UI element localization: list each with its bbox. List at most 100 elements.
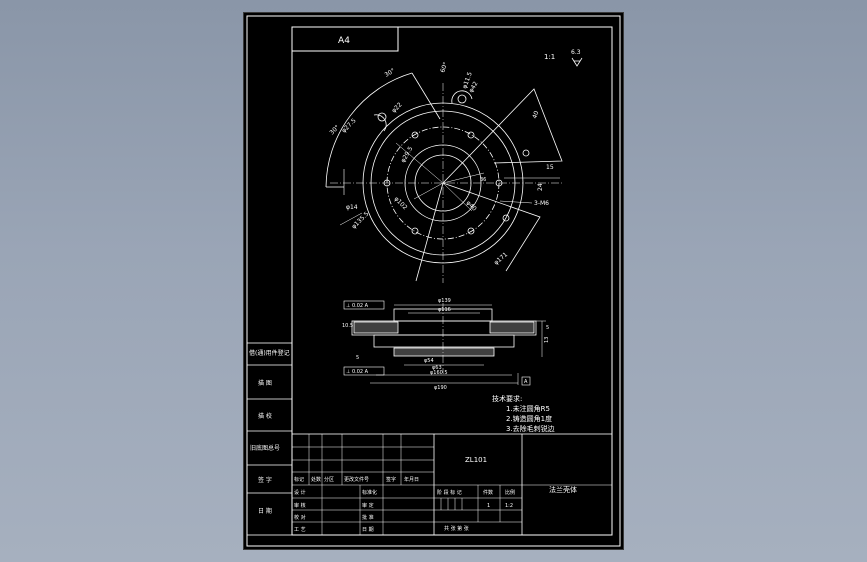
drawing-sheet: A4 1:1 6.3	[244, 13, 623, 549]
dim-label: φ139	[438, 298, 451, 304]
strip-label: 描 图	[258, 379, 272, 387]
lug-hole	[457, 94, 467, 104]
lug-arc	[373, 114, 387, 132]
person-role: 日 期	[362, 527, 374, 533]
bolt-hole	[502, 214, 510, 222]
leader	[442, 182, 473, 212]
section-view	[351, 303, 546, 385]
scale-note: 1:1	[544, 53, 555, 61]
tolerance-text: ⊥ 0.02 A	[346, 303, 369, 309]
strip-label: 日 期	[258, 507, 272, 515]
tolerance-frame	[343, 300, 385, 310]
ratio-value: 1:2	[505, 503, 513, 509]
broken-sector-lower	[442, 182, 541, 272]
rev-header: 更改文件号	[344, 476, 369, 483]
note-item: 2.铸造圆角1度	[506, 414, 552, 423]
stage-header: 阶 段 标 记	[437, 489, 462, 496]
bolt-hole	[411, 227, 419, 235]
format-box-label: A4	[338, 36, 350, 46]
drawing-code: ZL101	[465, 456, 487, 464]
bolt-hole	[411, 131, 419, 139]
title-block	[291, 433, 613, 536]
plan-view	[325, 72, 563, 283]
bolt-hole	[522, 149, 530, 157]
note-item: 3.去除毛刺锐边	[506, 424, 555, 433]
left-strip-frame	[246, 342, 293, 536]
rev-header: 标记	[294, 476, 304, 483]
section-dimension-labels: φ139 φ116 φ54 φ63 φ160.5 φ190 13 5 10.5 …	[342, 298, 550, 391]
dim-label: φ160.5	[430, 370, 448, 376]
broken-sector-upper	[442, 88, 563, 184]
section-hatch-right	[489, 321, 535, 334]
strip-label: 描 校	[258, 412, 272, 420]
dim-label: 10.5	[342, 323, 353, 329]
dim-label: φ27.5	[340, 117, 357, 134]
leader	[413, 182, 444, 200]
leader	[499, 200, 533, 204]
dim-label: φ171	[493, 251, 509, 266]
rev-header: 分区	[324, 476, 334, 483]
dim-label: 36	[480, 177, 486, 183]
technical-notes: 技术要求: 1.未注圆角R5 2.铸造圆角1度 3.去除毛刺锐边	[492, 394, 555, 433]
roughness-symbol: 6.3	[571, 49, 583, 67]
strip-label: 签 字	[258, 476, 272, 484]
dim-label: 13	[544, 337, 550, 343]
dim-label: φ63	[432, 365, 442, 371]
datum-box	[521, 376, 531, 386]
outer-arc	[325, 72, 413, 188]
dim-label: φ190	[434, 385, 447, 391]
title-block-text: 标记 处数 分区 更改文件号 签字 年月日 设 计 标准化 审 核 审 定 校 …	[294, 456, 577, 533]
dim-label: 15	[546, 164, 554, 171]
part-name: 法兰壳体	[549, 485, 577, 494]
strip-label: 借(通)用件登记	[249, 349, 290, 357]
dim-label: φ102	[393, 195, 409, 211]
plan-dimension-labels: 30° 30° 60° φ11.5 φ22 φ27.5 φ42 40 36 24…	[328, 61, 553, 266]
dim-label: φ116	[438, 307, 451, 313]
tolerance-text: ⊥ 0.02 A	[346, 369, 369, 375]
notes-title: 技术要求:	[492, 394, 522, 403]
note-item: 1.未注圆角R5	[506, 404, 550, 413]
stage-header: 件数	[483, 489, 493, 496]
section-lower	[373, 334, 515, 348]
dim-label: 30°	[384, 67, 397, 78]
dim-label: 5	[546, 325, 549, 331]
tolerance-frames: ⊥ 0.02 A ⊥ 0.02 A A	[343, 300, 531, 386]
title-block-frame	[291, 433, 613, 536]
rev-header: 年月日	[404, 476, 419, 483]
person-role: 设 计	[294, 489, 306, 496]
dim-label: 40	[531, 110, 540, 120]
dim-label: 5	[356, 355, 359, 361]
person-role: 批 准	[362, 514, 374, 521]
dim-label: φ135.5	[350, 210, 370, 230]
leader	[339, 212, 363, 226]
section-line-lower	[415, 182, 444, 282]
strip-label: 旧底图总号	[250, 444, 280, 452]
dim-label: φ22	[390, 101, 403, 114]
outer-border	[246, 15, 621, 547]
roughness-value: 6.3	[571, 49, 581, 56]
lug-arc	[451, 90, 473, 104]
left-strip	[246, 342, 293, 536]
left-strip-labels: 借(通)用件登记 描 图 描 校 旧底图总号 签 字 日 期	[249, 349, 290, 515]
leader	[395, 142, 444, 184]
dim-label: φ54	[424, 358, 434, 364]
sector-line	[411, 72, 441, 120]
stage-header: 比例	[505, 489, 515, 496]
section-hatch-left	[353, 321, 399, 334]
dim-label: φ14	[346, 204, 358, 211]
person-role: 校 对	[294, 514, 306, 521]
datum-label: A	[524, 379, 528, 385]
section-hatch-bottom	[393, 347, 495, 357]
drawing-canvas: A4 1:1 6.3	[246, 15, 621, 547]
person-role: 审 核	[294, 502, 306, 509]
leader	[442, 172, 485, 184]
bolt-hole	[467, 131, 475, 139]
bolt-hole	[467, 227, 475, 235]
person-role: 标准化	[362, 489, 377, 496]
dim-label: φ42	[468, 80, 480, 94]
format-box: A4	[291, 26, 399, 52]
lug-hole	[377, 112, 387, 122]
dim-label: 30°	[328, 124, 340, 136]
dim-label: 60°	[439, 61, 449, 73]
